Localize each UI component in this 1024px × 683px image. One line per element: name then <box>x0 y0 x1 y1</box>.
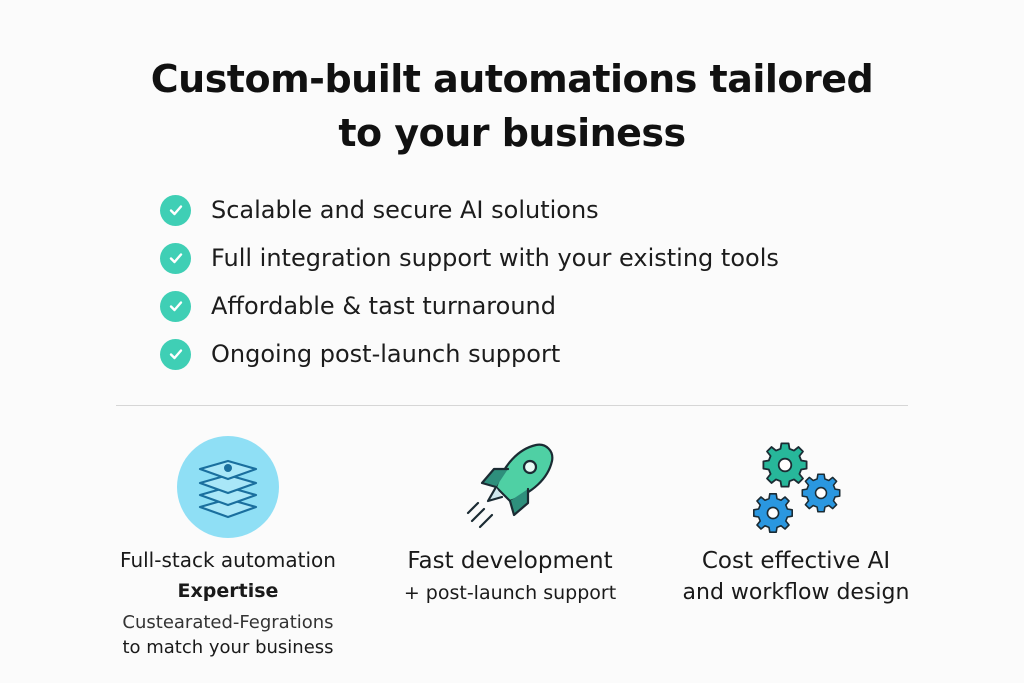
rocket-icon <box>466 443 554 529</box>
benefit-item: Ongoing post-launch support <box>160 330 779 378</box>
feature-description: Custearated-Fegrations <box>122 612 334 633</box>
benefit-text: Affordable & tast turnaround <box>211 292 556 320</box>
feature-subtitle: Expertise <box>177 580 279 602</box>
check-icon <box>160 338 191 370</box>
headline-line-2: to your business <box>338 111 686 155</box>
feature-description: to match your business <box>122 637 334 658</box>
headline-line-1: Custom-built automations tailored <box>150 57 874 101</box>
benefit-item: Affordable & tast turnaround <box>160 282 779 330</box>
check-icon <box>160 194 191 226</box>
benefit-text: Ongoing post-launch support <box>211 340 561 368</box>
headline: Custom-built automations tailored to you… <box>0 52 1024 160</box>
benefit-list: Scalable and secure AI solutions Full in… <box>160 186 779 378</box>
feature-subtitle: + post-launch support <box>403 582 617 604</box>
feature-title: Fast development <box>407 548 613 574</box>
benefit-text: Full integration support with your exist… <box>211 244 779 272</box>
check-icon <box>160 290 191 322</box>
check-icon <box>160 242 191 274</box>
benefit-item: Full integration support with your exist… <box>160 234 779 282</box>
benefit-text: Scalable and secure AI solutions <box>211 196 599 224</box>
feature-fast-development: Fast development + post-launch support <box>360 432 660 604</box>
feature-full-stack: Full-stack automation Expertise Custeara… <box>78 432 378 658</box>
layers-icon <box>177 436 279 538</box>
feature-subtitle: and workflow design <box>682 580 910 605</box>
benefit-item: Scalable and secure AI solutions <box>160 186 779 234</box>
feature-title: Cost effective AI <box>701 548 891 574</box>
gears-icon <box>752 442 841 534</box>
feature-title: Full-stack automation <box>120 548 336 572</box>
feature-cost-effective: Cost effective AI and workflow design <box>646 432 946 605</box>
section-divider <box>116 405 908 406</box>
